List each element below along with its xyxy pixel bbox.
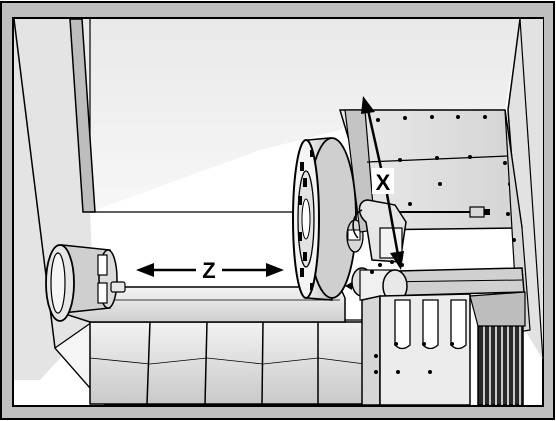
z-axis-arrow: Z [136, 258, 284, 283]
x-axis-label: X [376, 170, 391, 195]
z-way-covers [89, 321, 366, 405]
tailstock [45, 244, 126, 322]
z-axis-label: Z [202, 258, 215, 283]
spindle-chuck [292, 137, 357, 301]
carriage-base [361, 293, 471, 406]
chip-chute-slots [469, 291, 526, 406]
x-axis-arrow: X [361, 96, 404, 270]
turret-carriage [338, 109, 531, 333]
